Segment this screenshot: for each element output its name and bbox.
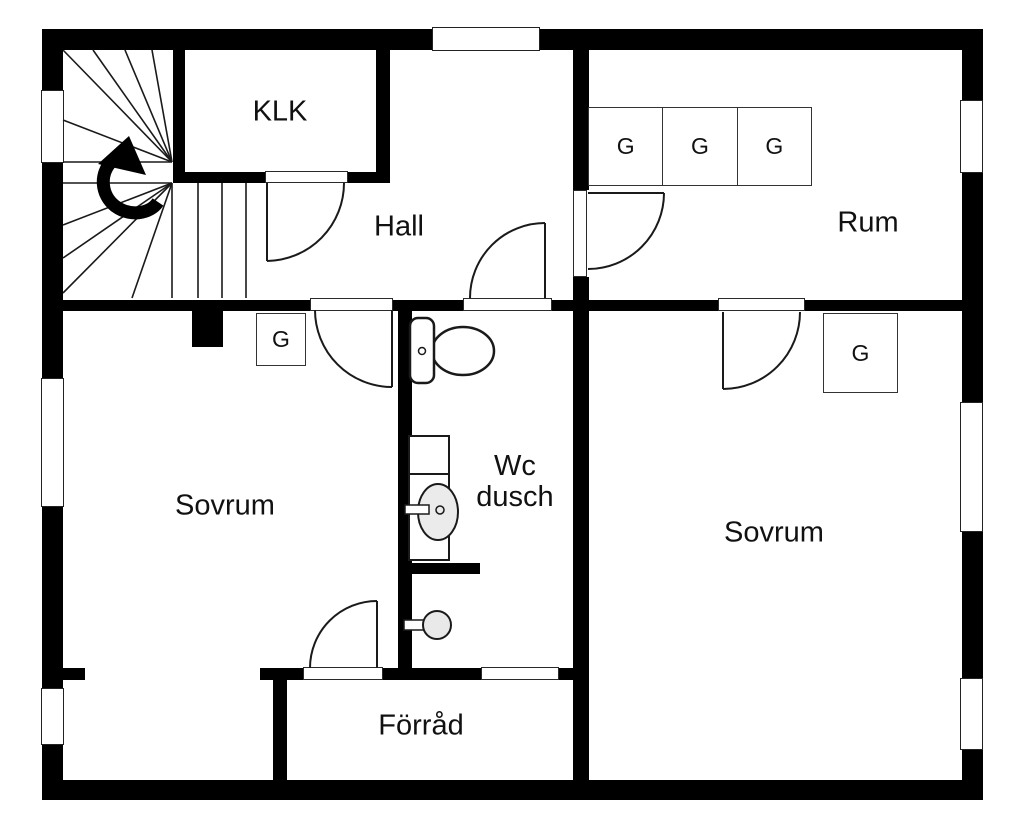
- wall-klk-right: [376, 50, 390, 183]
- room-label-wc-dusch: Wc dusch: [476, 451, 553, 513]
- door-swings: [266, 182, 801, 669]
- room-label-sovrum-right: Sovrum: [724, 516, 824, 549]
- door-rum: [587, 192, 665, 270]
- wall-bottom-stub: [63, 668, 85, 680]
- window-left-2: [41, 378, 64, 507]
- stairs: [62, 49, 247, 299]
- wall-mid-left-a: [63, 300, 315, 311]
- door-opening-klk: [265, 171, 348, 183]
- door-sovrum-left: [314, 309, 393, 388]
- wall-bottom-c: [557, 668, 573, 680]
- opening-forrad-wc: [481, 667, 559, 680]
- wardrobe-rum-3: G: [765, 133, 784, 159]
- wc-label-line1: Wc: [494, 450, 536, 482]
- window-right-3: [960, 678, 983, 750]
- window-top: [432, 27, 540, 51]
- room-label-sovrum-left: Sovrum: [175, 489, 275, 522]
- door-opening-sovrum-left: [310, 298, 393, 311]
- room-label-rum: Rum: [837, 206, 899, 239]
- wall-bottom-a: [260, 668, 307, 680]
- wall-klk-bottom-a: [173, 172, 265, 183]
- door-forrad: [309, 600, 378, 669]
- window-right-2: [960, 402, 983, 532]
- wall-wc-left: [398, 310, 412, 668]
- stairs-up-arrow-icon: [96, 136, 164, 220]
- wall-outer-bottom: [42, 780, 983, 800]
- sink-vanity-icon: [404, 435, 459, 561]
- wardrobe-rum-2: G: [663, 108, 738, 185]
- wall-forrad-left: [273, 680, 287, 780]
- door-opening-forrad: [303, 667, 383, 680]
- wc-label-line2: dusch: [476, 481, 554, 513]
- wall-klk-bottom-b: [348, 172, 390, 183]
- wall-divider-lower: [573, 277, 589, 780]
- wardrobe-rum-1: G: [589, 108, 664, 185]
- chimney-stub: [192, 310, 223, 347]
- window-left-3: [41, 688, 64, 745]
- door-klk: [266, 182, 345, 262]
- door-opening-rum: [573, 190, 587, 277]
- wall-mid-left-c: [552, 300, 573, 311]
- shower-mixer-icon: [403, 610, 452, 640]
- wall-shower-stub: [412, 563, 480, 574]
- toilet-icon: [408, 316, 496, 385]
- door-opening-sovrum-right: [718, 298, 805, 311]
- room-label-forrad: Förråd: [378, 709, 464, 742]
- wardrobe-sovrum-left: G: [256, 313, 306, 366]
- wall-bottom-b: [383, 668, 483, 680]
- wardrobe-sovrum-right: G: [823, 313, 898, 393]
- door-sovrum-right: [722, 311, 801, 390]
- door-opening-wc: [463, 298, 552, 311]
- wall-mid-left-b: [392, 300, 463, 311]
- room-label-hall: Hall: [374, 210, 424, 243]
- wall-mid-right-b: [805, 300, 962, 311]
- wardrobe-row-rum: G G G: [588, 107, 812, 186]
- wall-stairs-klk: [173, 50, 185, 183]
- window-right-1: [960, 100, 983, 173]
- window-left-1: [41, 90, 64, 163]
- wall-divider-upper: [573, 50, 589, 190]
- room-label-klk: KLK: [252, 95, 308, 128]
- wall-mid-right-a: [589, 300, 718, 311]
- door-wc: [469, 222, 546, 299]
